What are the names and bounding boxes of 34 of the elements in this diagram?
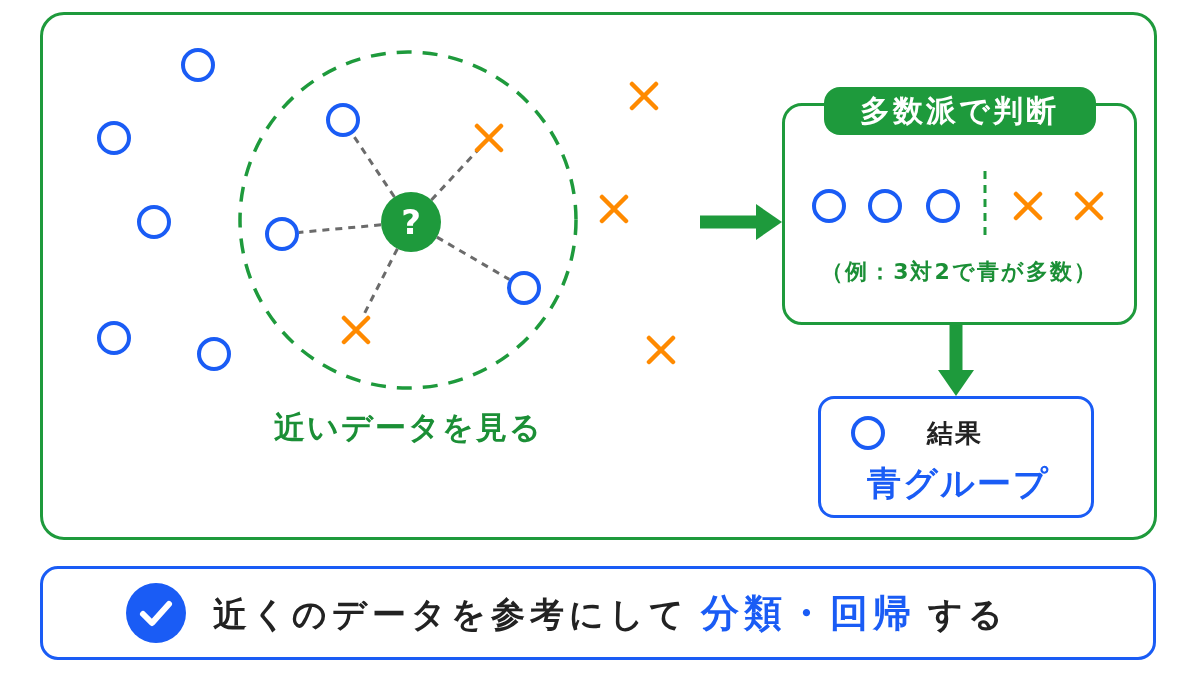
rounded-panel xyxy=(40,12,1157,540)
cross-marker xyxy=(1074,191,1104,221)
circle-marker xyxy=(868,189,902,223)
arrow xyxy=(938,325,974,396)
circle-marker xyxy=(265,217,299,251)
circle-marker xyxy=(851,416,885,450)
dashed-line xyxy=(351,133,396,198)
circle-marker xyxy=(197,337,231,371)
cross-marker xyxy=(341,315,371,345)
cross-marker xyxy=(629,81,659,111)
circle-marker xyxy=(507,271,541,305)
example-text: （例：3対2で青が多数） xyxy=(821,259,1098,285)
cross-marker xyxy=(1013,191,1043,221)
result-box xyxy=(818,396,1094,518)
circle-marker xyxy=(97,321,131,355)
circle-marker xyxy=(181,48,215,82)
summary-bar xyxy=(40,566,1156,660)
dashed-line xyxy=(298,223,382,234)
cross-marker xyxy=(474,123,504,153)
arrow xyxy=(700,204,782,240)
result-label: 青グループ xyxy=(866,464,1050,504)
title-pill: 多数派で判断 xyxy=(823,87,1096,135)
caption-text: 近いデータを見る xyxy=(273,410,543,446)
heading-text: 結果 xyxy=(927,419,983,449)
circle-marker xyxy=(812,189,846,223)
cross-marker xyxy=(599,194,629,224)
circle-marker xyxy=(326,103,360,137)
question-circle: ? xyxy=(381,192,441,252)
summary-text: 近くのデータを参考にして分類・回帰する xyxy=(213,592,1008,636)
cross-marker xyxy=(646,335,676,365)
circle-marker xyxy=(137,205,171,239)
circle-marker xyxy=(926,189,960,223)
circle-marker xyxy=(97,121,131,155)
dashed-line xyxy=(436,235,511,281)
